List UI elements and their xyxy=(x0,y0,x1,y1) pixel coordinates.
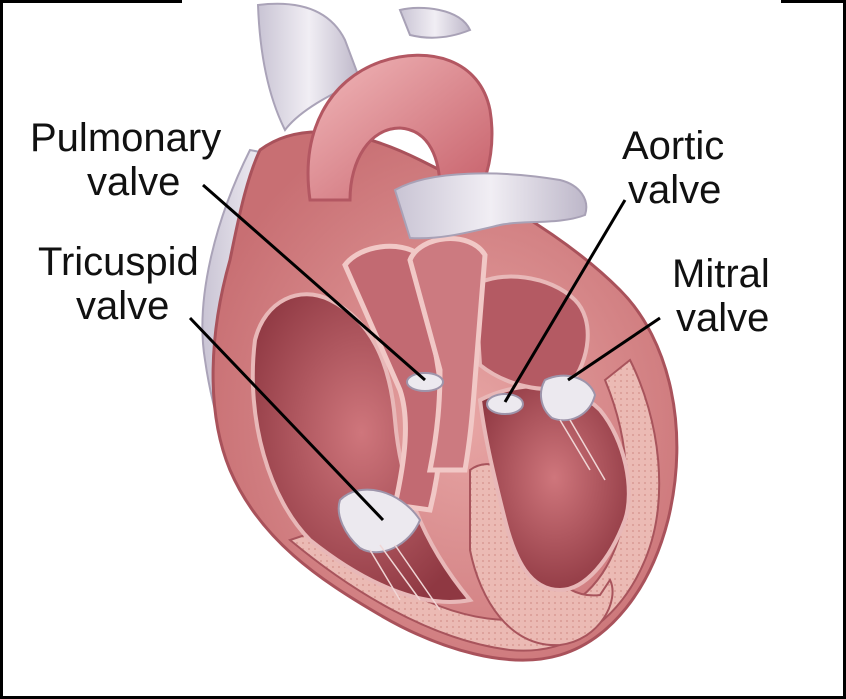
label-aortic: Aortic valve xyxy=(622,124,724,212)
label-tricuspid-line1: Tricuspid xyxy=(38,240,199,284)
label-pulmonary-line2: valve xyxy=(30,160,221,204)
aortic-valve xyxy=(487,394,523,414)
label-mitral-line1: Mitral xyxy=(672,252,770,296)
vessel-branch xyxy=(400,8,470,38)
label-aortic-line2: valve xyxy=(622,168,724,212)
label-mitral-line2: valve xyxy=(672,296,770,340)
label-tricuspid-line2: valve xyxy=(38,284,199,328)
label-mitral: Mitral valve xyxy=(672,252,770,340)
pulmonary-valve xyxy=(407,373,443,391)
label-pulmonary: Pulmonary valve xyxy=(30,116,221,204)
label-pulmonary-line1: Pulmonary xyxy=(30,116,221,160)
label-aortic-line1: Aortic xyxy=(622,124,724,168)
label-tricuspid: Tricuspid valve xyxy=(38,240,199,328)
